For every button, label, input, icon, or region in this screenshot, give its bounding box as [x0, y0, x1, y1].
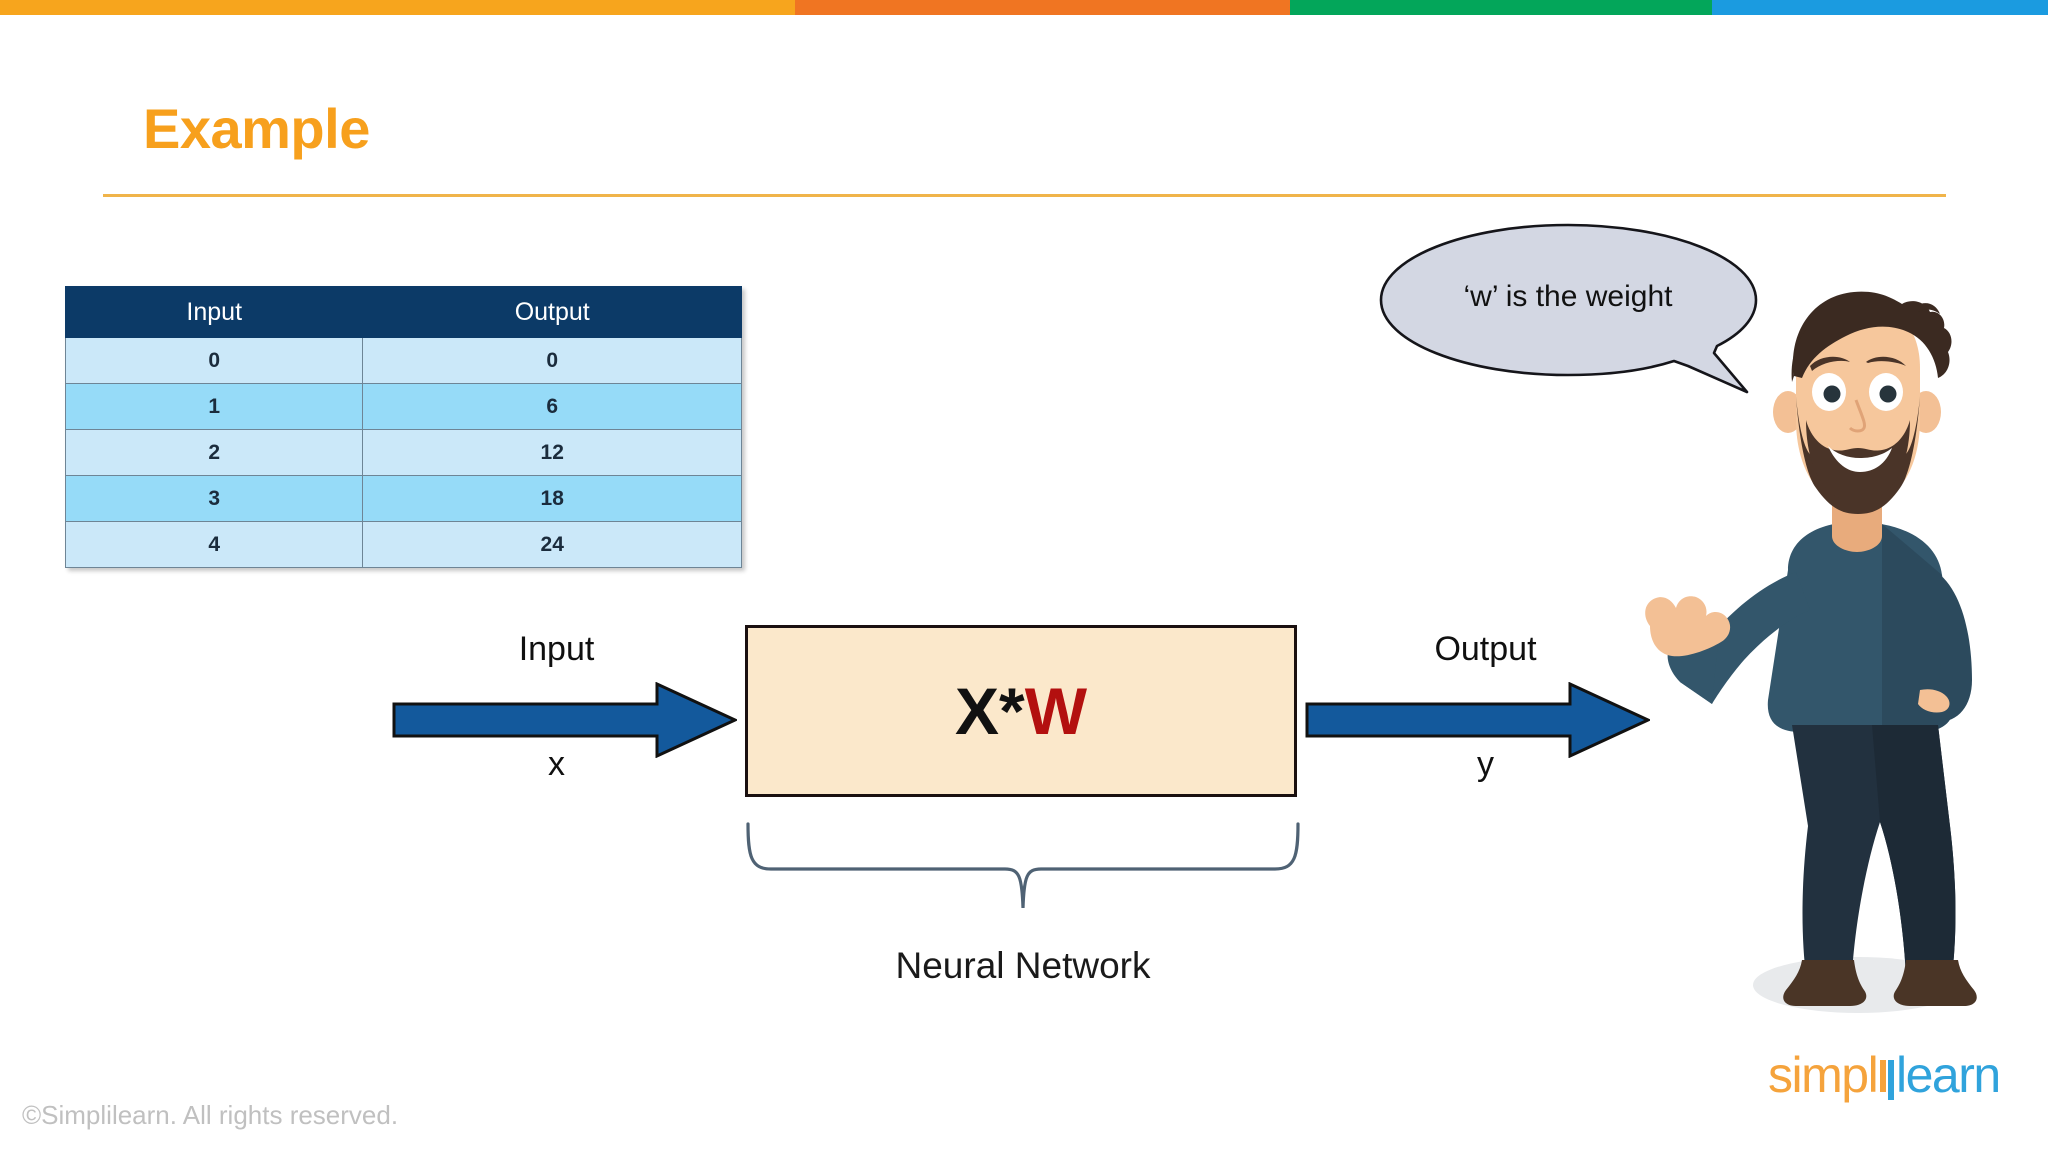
- table-cell-input: 2: [64, 429, 364, 476]
- table-cell-input: 1: [64, 383, 364, 430]
- table-cell-output: 24: [362, 521, 742, 568]
- table-cell-output: 0: [362, 337, 742, 384]
- curly-brace-icon: [746, 822, 1300, 909]
- neural-network-brace: [745, 822, 1301, 912]
- speech-bubble: ‘w’ is the weight: [1378, 222, 1778, 412]
- output-arrow-icon: [1305, 682, 1650, 758]
- table-cell-input: 4: [64, 521, 364, 568]
- input-arrow-group: Input x: [392, 630, 737, 800]
- table-row: 1 6: [64, 383, 742, 430]
- speech-bubble-shape-icon: [1379, 223, 1758, 394]
- table-header-row: Input Output: [64, 286, 742, 338]
- instructor-character-illustration: [1620, 270, 2020, 1030]
- speech-bubble-text: ‘w’ is the weight: [1463, 280, 1673, 313]
- formula-input-term: X*: [954, 674, 1025, 748]
- io-data-table: Input Output 0 0 1 6 2 12 3 18 4: [64, 286, 742, 568]
- svg-text:simpl: simpl: [1768, 1047, 1877, 1103]
- table-row: 0 0: [64, 337, 742, 384]
- output-arrow-label-top: Output: [1434, 630, 1537, 668]
- table-row: 3 18: [64, 475, 742, 522]
- input-arrow-label-bottom: x: [548, 745, 565, 783]
- topbar-segment-green: [1290, 0, 1712, 15]
- topbar-segment-yellow: [0, 0, 795, 15]
- bearded-man-icon: [1645, 291, 1977, 1013]
- table-header-input: Input: [64, 286, 364, 338]
- topbar-segment-orange: [795, 0, 1290, 15]
- output-arrow-label-bottom: y: [1477, 745, 1494, 783]
- table-cell-output: 12: [362, 429, 742, 476]
- simplilearn-logo: simpl learn: [1768, 1046, 2018, 1108]
- table-cell-output: 18: [362, 475, 742, 522]
- input-arrow-icon: [392, 682, 737, 758]
- formula-weight-term: W: [1024, 674, 1087, 748]
- title-divider-rule: [103, 194, 1946, 197]
- table-row: 2 12: [64, 429, 742, 476]
- output-arrow-group: Output y: [1305, 630, 1650, 800]
- table-cell-input: 3: [64, 475, 364, 522]
- top-color-bar: [0, 0, 2048, 15]
- svg-text:learn: learn: [1896, 1047, 2000, 1103]
- topbar-segment-blue: [1712, 0, 2048, 15]
- table-cell-output: 6: [362, 383, 742, 430]
- formula-expression: X*W: [955, 678, 1087, 744]
- table-cell-input: 0: [64, 337, 364, 384]
- input-arrow-label-top: Input: [518, 630, 595, 668]
- table-row: 4 24: [64, 521, 742, 568]
- table-header-output: Output: [362, 286, 742, 338]
- neural-network-caption: Neural Network: [895, 945, 1151, 986]
- neural-network-box: X*W: [745, 625, 1297, 797]
- simplilearn-logo-icon: simpl learn: [1768, 1047, 2001, 1103]
- page-title: Example: [143, 97, 370, 160]
- copyright-text: ©Simplilearn. All rights reserved.: [22, 1100, 399, 1130]
